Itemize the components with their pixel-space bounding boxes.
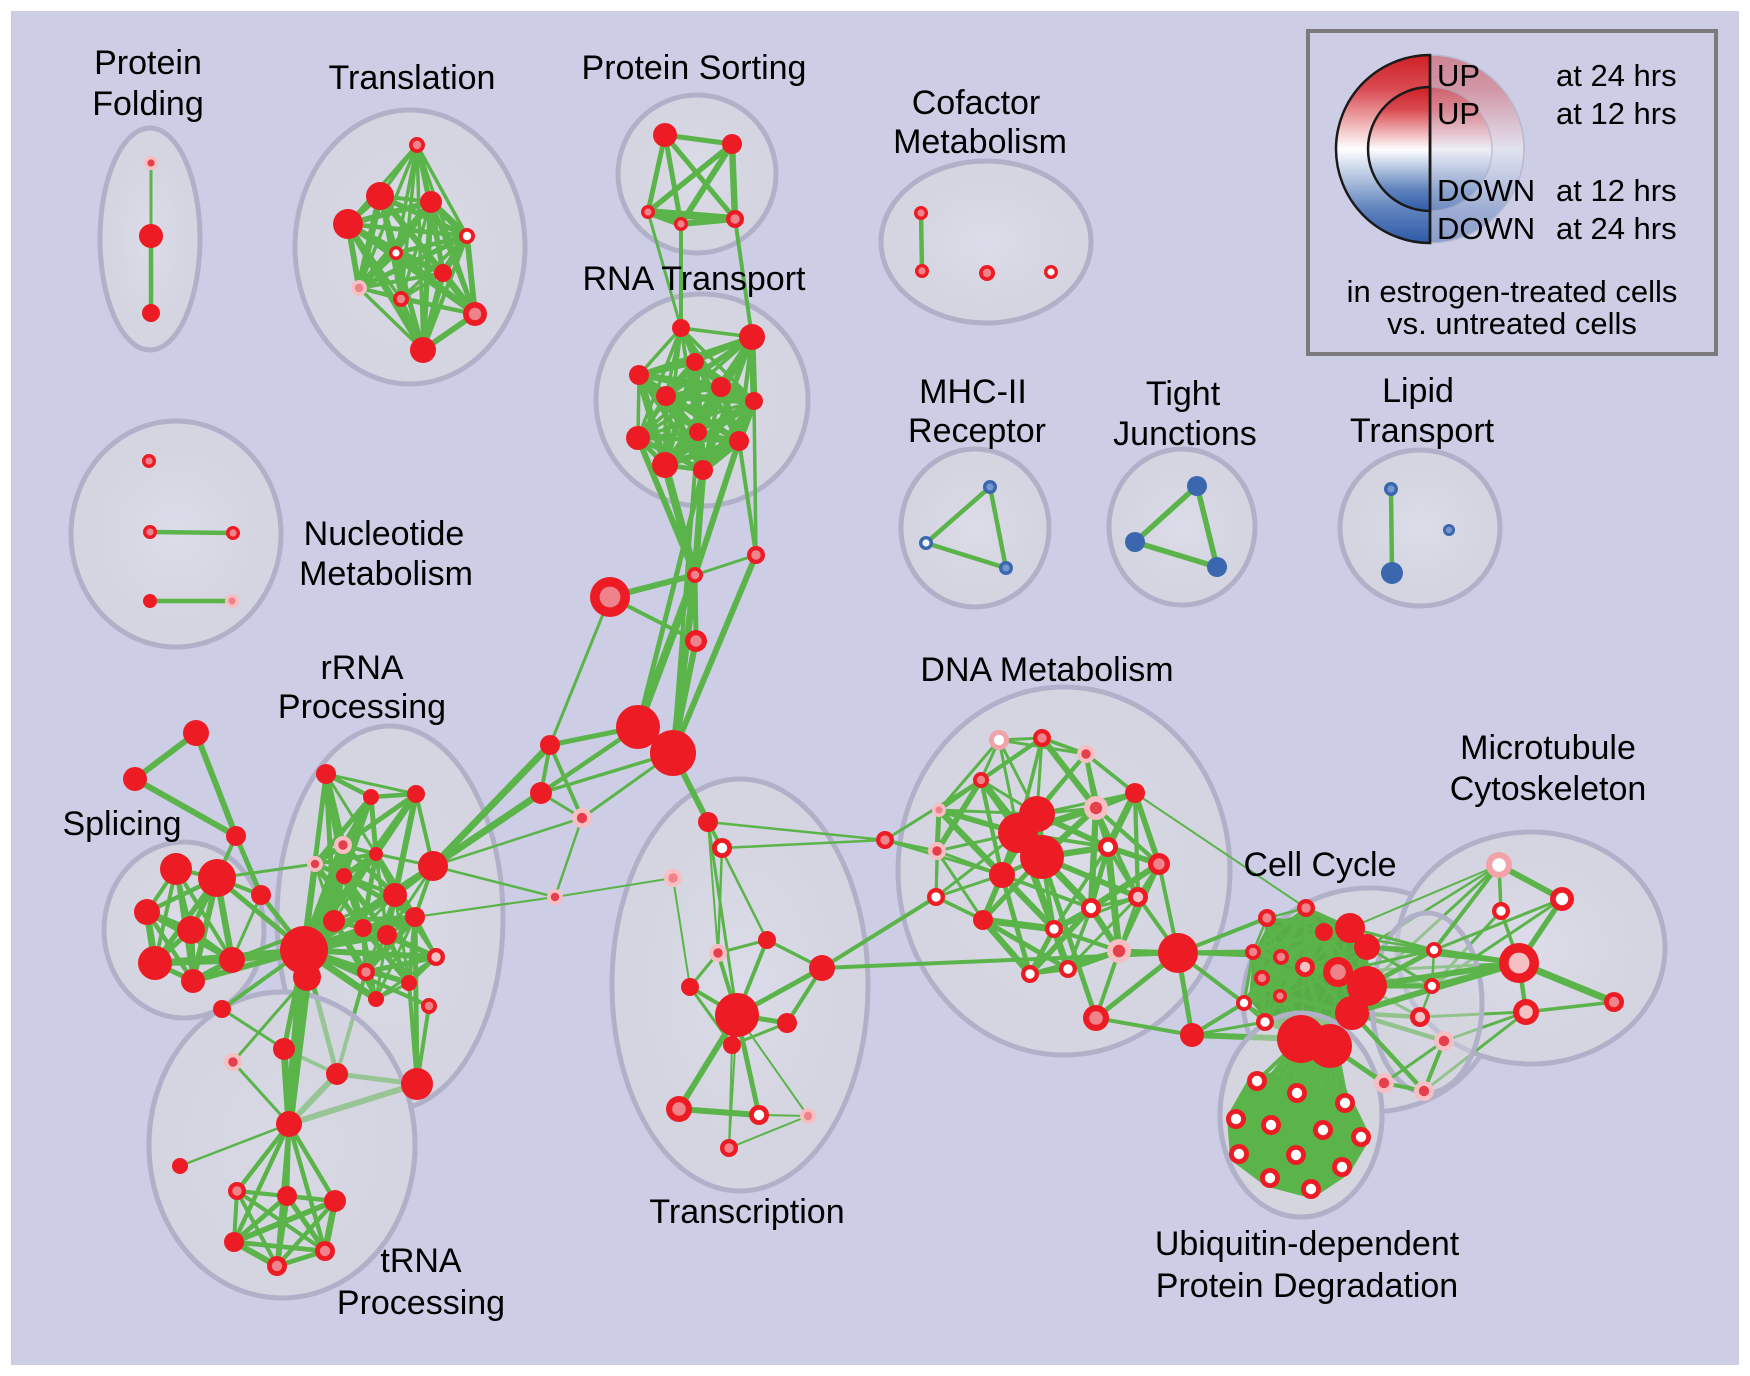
svg-text:Processing: Processing bbox=[278, 688, 446, 726]
svg-text:tRNA: tRNA bbox=[380, 1242, 462, 1280]
svg-text:RNA Transport: RNA Transport bbox=[583, 260, 807, 298]
svg-text:MHC-II: MHC-II bbox=[919, 373, 1027, 411]
svg-text:DOWN: DOWN bbox=[1437, 173, 1535, 208]
svg-text:Protein Sorting: Protein Sorting bbox=[582, 49, 807, 87]
svg-text:Protein: Protein bbox=[94, 44, 202, 82]
svg-text:Protein Degradation: Protein Degradation bbox=[1156, 1267, 1458, 1305]
svg-text:at 12 hrs: at 12 hrs bbox=[1556, 96, 1677, 131]
svg-text:Ubiquitin-dependent: Ubiquitin-dependent bbox=[1155, 1225, 1460, 1263]
svg-text:UP: UP bbox=[1437, 58, 1480, 93]
svg-text:Junctions: Junctions bbox=[1113, 415, 1257, 453]
svg-text:Folding: Folding bbox=[92, 85, 204, 123]
svg-text:Transcription: Transcription bbox=[649, 1193, 844, 1231]
svg-text:DOWN: DOWN bbox=[1437, 211, 1535, 246]
svg-text:Metabolism: Metabolism bbox=[893, 123, 1067, 161]
svg-text:rRNA: rRNA bbox=[320, 649, 403, 687]
svg-text:Receptor: Receptor bbox=[908, 412, 1046, 450]
svg-text:Processing: Processing bbox=[337, 1284, 505, 1322]
svg-text:DNA Metabolism: DNA Metabolism bbox=[920, 651, 1173, 689]
svg-text:Cytoskeleton: Cytoskeleton bbox=[1450, 770, 1647, 808]
svg-text:Lipid: Lipid bbox=[1382, 372, 1454, 410]
svg-text:Nucleotide: Nucleotide bbox=[304, 515, 465, 553]
svg-text:Metabolism: Metabolism bbox=[299, 555, 473, 593]
svg-text:at 12 hrs: at 12 hrs bbox=[1556, 173, 1677, 208]
svg-text:Splicing: Splicing bbox=[62, 805, 181, 843]
svg-text:Microtubule: Microtubule bbox=[1460, 729, 1636, 767]
svg-text:in estrogen-treated cells: in estrogen-treated cells bbox=[1347, 274, 1678, 309]
svg-text:Cell Cycle: Cell Cycle bbox=[1243, 846, 1396, 884]
svg-text:at 24 hrs: at 24 hrs bbox=[1556, 211, 1677, 246]
svg-text:UP: UP bbox=[1437, 96, 1480, 131]
svg-text:at 24 hrs: at 24 hrs bbox=[1556, 58, 1677, 93]
svg-text:Cofactor: Cofactor bbox=[912, 84, 1041, 122]
svg-text:Tight: Tight bbox=[1146, 375, 1221, 413]
svg-text:vs. untreated cells: vs. untreated cells bbox=[1387, 306, 1637, 341]
svg-text:Translation: Translation bbox=[329, 59, 496, 97]
svg-text:Transport: Transport bbox=[1350, 412, 1495, 450]
